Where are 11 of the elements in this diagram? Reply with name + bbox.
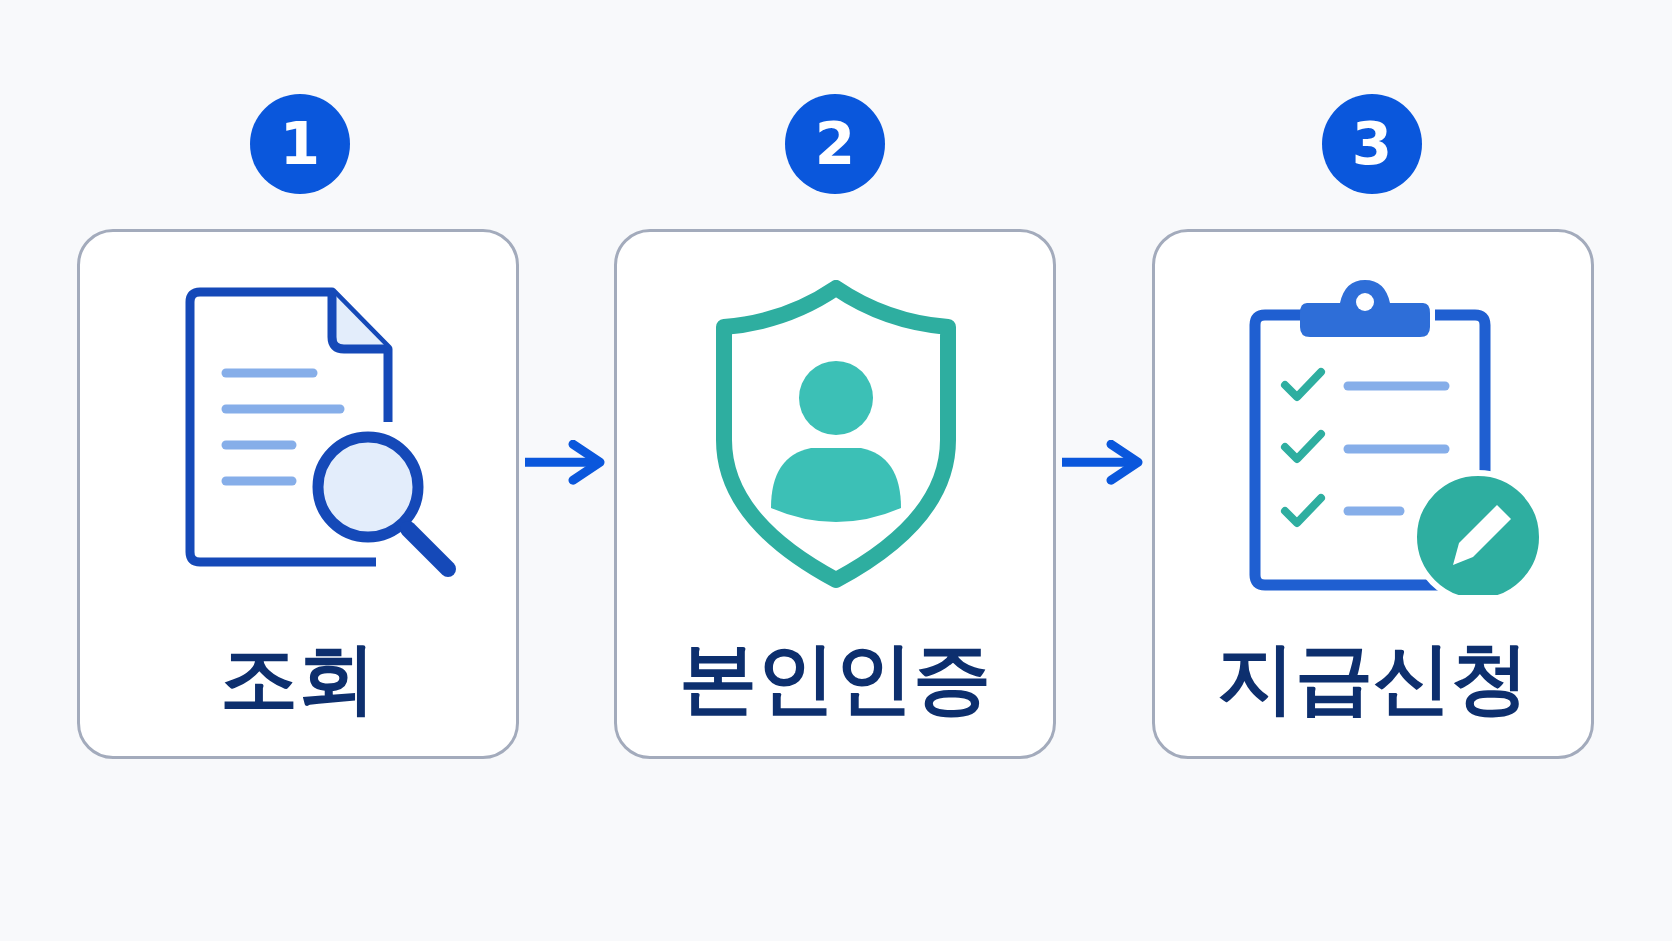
step-card bbox=[614, 229, 1056, 759]
step-number-badge: 2 bbox=[785, 94, 885, 194]
step-label: 조회 bbox=[220, 632, 376, 725]
step-card bbox=[77, 229, 519, 759]
step-number-badge: 3 bbox=[1322, 94, 1422, 194]
step-card bbox=[1152, 229, 1594, 759]
arrow bbox=[525, 439, 605, 485]
step-label: 본인인증 bbox=[679, 632, 991, 725]
step-number-badge: 1 bbox=[250, 94, 350, 194]
arrow bbox=[1062, 439, 1143, 485]
step-label: 지급신청 bbox=[1217, 632, 1529, 725]
